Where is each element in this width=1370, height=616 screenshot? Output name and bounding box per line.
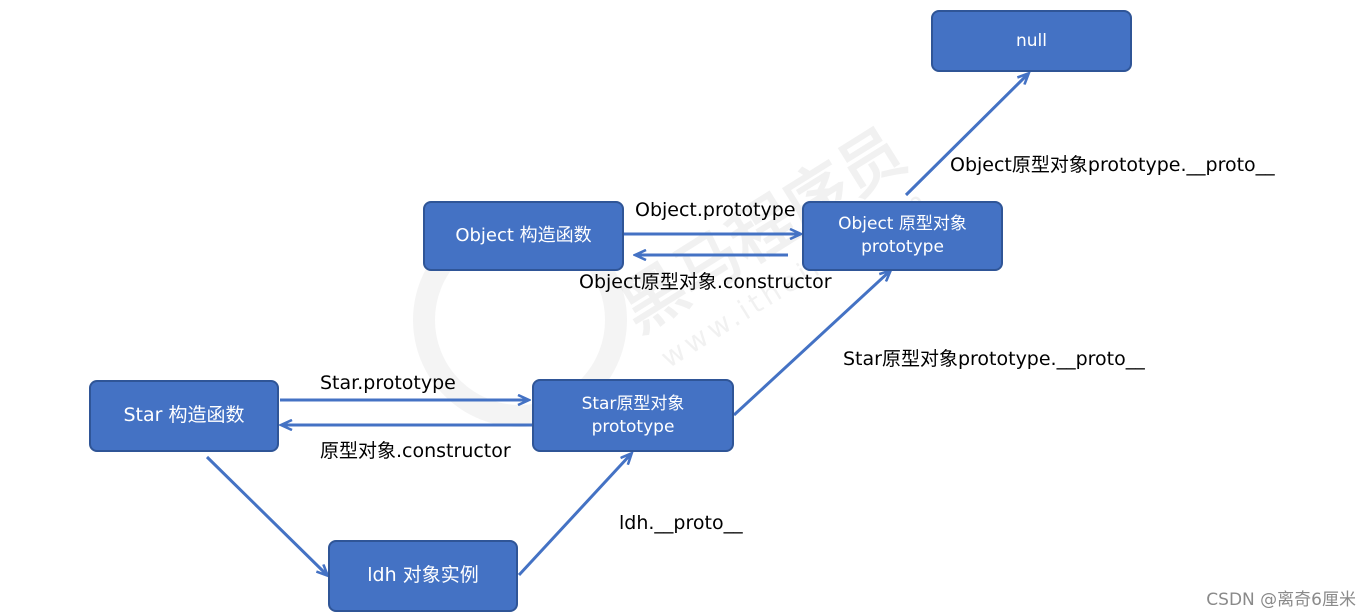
node-star-prototype-label-line1: Star原型对象 xyxy=(581,393,685,414)
node-star-prototype: Star原型对象 prototype xyxy=(532,379,734,452)
node-null-label: null xyxy=(1016,30,1047,51)
node-object-constructor: Object 构造函数 xyxy=(423,201,624,271)
node-null: null xyxy=(931,10,1132,72)
arrow-object-prototype-to-null xyxy=(904,74,1028,197)
arrow-star-constructor-to-ldh xyxy=(205,455,327,575)
label-object-constructor-link: Object原型对象.constructor xyxy=(579,271,832,293)
label-star-constructor-link: 原型对象.constructor xyxy=(320,440,511,462)
node-star-constructor: Star 构造函数 xyxy=(89,380,279,452)
node-ldh-instance: ldh 对象实例 xyxy=(328,540,518,612)
label-ldh-proto: ldh.__proto__ xyxy=(619,512,743,534)
node-ldh-instance-label: ldh 对象实例 xyxy=(367,564,479,587)
node-object-prototype: Object 原型对象 prototype xyxy=(802,201,1003,271)
credit-text: CSDN @离奇6厘米 xyxy=(1206,590,1356,610)
arrow-ldh-to-star-prototype xyxy=(517,454,631,577)
arrow-star-prototype-to-object-prototype xyxy=(732,271,890,417)
node-star-prototype-label-line2: prototype xyxy=(591,416,675,437)
label-object-prototype-link: Object.prototype xyxy=(635,199,796,221)
node-object-prototype-label-line2: prototype xyxy=(861,237,944,257)
node-object-prototype-label-line1: Object 原型对象 xyxy=(838,214,967,235)
label-star-prototype-link: Star.prototype xyxy=(320,372,456,394)
label-object-proto-chain: Object原型对象prototype.__proto__ xyxy=(950,154,1275,176)
node-object-constructor-label: Object 构造函数 xyxy=(455,224,592,246)
label-star-proto-chain: Star原型对象prototype.__proto__ xyxy=(843,348,1145,370)
node-star-constructor-label: Star 构造函数 xyxy=(123,404,245,427)
